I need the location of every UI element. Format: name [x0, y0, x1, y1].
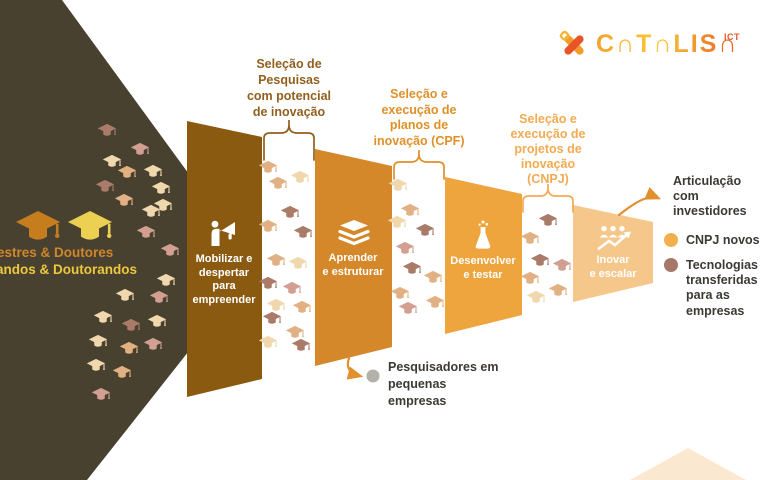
graduation-cap-icon	[387, 215, 407, 230]
flask-icon	[472, 220, 494, 250]
graduation-cap-icon	[266, 253, 286, 268]
graduation-cap-icon	[141, 204, 161, 219]
graduation-cap-icon	[156, 273, 176, 288]
graduation-cap-icon	[530, 253, 550, 268]
graduation-cap-icon	[282, 281, 302, 296]
brace-1	[263, 120, 315, 161]
researchers-dot	[366, 369, 380, 383]
funnel-stage-4-shape	[573, 205, 653, 302]
graduation-cap-icon	[258, 335, 278, 350]
books-stack-icon	[337, 219, 371, 246]
graduation-cap-icon	[151, 181, 171, 196]
graduation-cap-icon	[548, 283, 568, 298]
graduation-cap-icon	[91, 387, 111, 402]
graduation-cap-icon	[143, 164, 163, 179]
graduation-cap-icon	[97, 123, 117, 138]
graduation-cap-icon	[95, 179, 115, 194]
graduation-cap-icon	[402, 261, 422, 276]
top-label-1: Seleção de Pesquisas com potencial de in…	[246, 57, 332, 119]
researchers-arrow	[346, 356, 364, 380]
graduation-cap-icon	[415, 223, 435, 238]
graduation-cap-icon	[14, 209, 62, 245]
legend-cnpj-label: CNPJ novos	[686, 233, 760, 247]
graduation-cap-icon	[520, 231, 540, 246]
stage-4-label: Inovar e escalar	[589, 254, 637, 280]
graduation-cap-icon	[285, 325, 305, 340]
funnel-stage-3-shape	[445, 177, 522, 334]
megaphone-person-icon	[206, 218, 240, 246]
graduation-cap-icon	[290, 170, 310, 185]
graduation-cap-icon	[121, 318, 141, 333]
funnel-stage-2-shape	[315, 149, 392, 366]
left-text-line2: andos & Doutorandos	[0, 262, 137, 277]
graduation-cap-icon	[160, 243, 180, 258]
left-dark-arrow-shape	[0, 0, 256, 480]
brand-superscript: ICT	[724, 32, 740, 42]
researchers-label: Pesquisadores em pequenas empresas	[388, 360, 499, 408]
brand-wordmark: C∩T∩LIS∩	[596, 30, 739, 58]
graduation-cap-icon	[291, 338, 311, 353]
graduation-cap-icon	[102, 154, 122, 169]
graduation-cap-icon	[117, 165, 137, 180]
top-label-2: Seleção e execução de planos de inovação…	[373, 87, 465, 148]
graduation-cap-icon	[258, 276, 278, 291]
legend-dot-cnpj	[664, 233, 678, 247]
legend-dot-tech	[664, 258, 678, 272]
graduation-cap-icon	[149, 290, 169, 305]
brace-2	[393, 150, 445, 180]
graduation-cap-icon	[268, 176, 288, 191]
graduation-cap-icon	[293, 225, 313, 240]
left-text-line1: estres & Doutores	[0, 245, 114, 260]
graduation-cap-icon	[520, 271, 540, 286]
graduation-cap-icon	[143, 337, 163, 352]
graduation-cap-icon	[153, 198, 173, 213]
legend-tech-label: Tecnologias transferidas para as empresa…	[686, 258, 759, 318]
graduation-cap-icon	[258, 160, 278, 175]
investors-arrow	[617, 187, 662, 217]
graduation-cap-icon	[119, 341, 139, 356]
stage-2-label: Aprender e estruturar	[322, 252, 384, 278]
graduation-cap-icon	[262, 311, 282, 326]
corner-triangle	[630, 448, 746, 480]
catalisa-asterisk-icon	[556, 27, 592, 63]
graduation-cap-icon	[292, 300, 312, 315]
investors-label: Articulação com investidores	[673, 174, 747, 219]
graduation-cap-icon	[288, 256, 308, 271]
graduation-cap-icon	[115, 288, 135, 303]
graduation-cap-icon	[538, 213, 558, 228]
graduation-cap-icon	[130, 142, 150, 157]
funnel-stage-1-shape	[187, 121, 262, 397]
people-growth-icon	[596, 224, 632, 251]
graduation-cap-icon	[266, 298, 286, 313]
graduation-cap-icon	[390, 286, 410, 301]
graduation-cap-icon	[398, 301, 418, 316]
graduation-cap-icon	[395, 241, 415, 256]
brace-3	[522, 184, 574, 213]
stage-3-label: Desenvolver e testar	[450, 255, 516, 281]
graduation-cap-icon	[66, 209, 114, 245]
graduation-cap-icon	[423, 270, 443, 285]
stage-1-label: Mobilizar e despertar para empreender	[192, 253, 256, 306]
graduation-cap-icon	[526, 290, 546, 305]
graduation-cap-icon	[552, 258, 572, 273]
graduation-cap-icon	[425, 295, 445, 310]
graduation-cap-icon	[114, 193, 134, 208]
graduation-cap-icon	[388, 178, 408, 193]
graduation-cap-icon	[86, 358, 106, 373]
graduation-cap-icon	[280, 205, 300, 220]
graduation-cap-icon	[147, 314, 167, 329]
graduation-cap-icon	[112, 365, 132, 380]
top-label-3: Seleção e execução de projetos de inovaç…	[510, 112, 586, 186]
graduation-cap-icon	[93, 310, 113, 325]
graduation-cap-icon	[400, 203, 420, 218]
graduation-cap-icon	[136, 225, 156, 240]
graduation-cap-icon	[258, 219, 278, 234]
graduation-cap-icon	[88, 334, 108, 349]
